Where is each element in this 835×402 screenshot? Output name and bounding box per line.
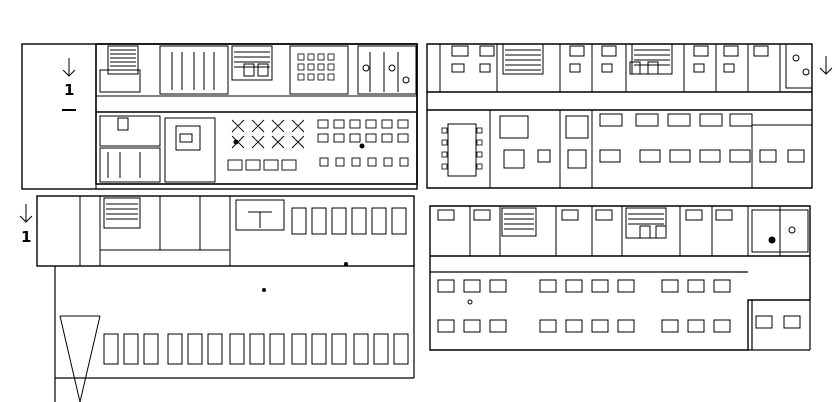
parking-cars-top bbox=[291, 207, 407, 235]
section-marker-right-top bbox=[819, 56, 833, 75]
plan-top-right bbox=[426, 43, 813, 189]
plan-bottom-right bbox=[429, 205, 811, 351]
plan-top-left bbox=[21, 43, 418, 190]
plan-bottom-left bbox=[36, 195, 415, 402]
cafe-tables bbox=[227, 119, 305, 171]
section-marker-bottom: 1 bbox=[19, 204, 33, 246]
section-marker-label-bottom: 1 bbox=[21, 228, 31, 246]
section-marker-label-top: 1 bbox=[64, 81, 74, 99]
stair bbox=[107, 45, 139, 75]
parking-cars-bottom bbox=[103, 333, 409, 365]
section-marker-top: 1 bbox=[62, 58, 76, 111]
